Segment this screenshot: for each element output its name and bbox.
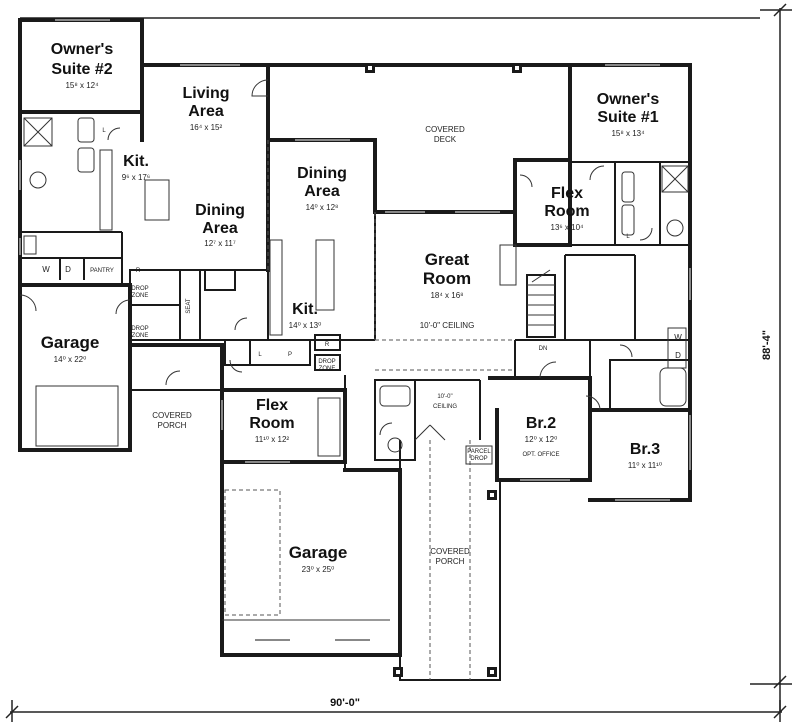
room-owners-suite-2: Owner's Suite #2 15⁸ x 12⁴ [51, 41, 114, 90]
parcel-drop-b: DROP [470, 456, 487, 462]
garage-main-name: Garage [289, 543, 348, 562]
room-kit-center: Kit. 14⁰ x 13⁰ [289, 301, 322, 330]
drop-zone-1-b: ZONE [132, 293, 149, 299]
room-dining-area-left: Dining Area 12⁷ x 11⁷ [195, 202, 245, 248]
br2-dim: 12⁰ x 12⁰ [525, 435, 558, 444]
owners-suite-1-name-line2: Suite #1 [597, 109, 658, 126]
flex-right-name-line1: Flex [551, 185, 583, 202]
br2-note: OPT. OFFICE [522, 452, 559, 458]
seat-label: SEAT [186, 298, 192, 314]
washer-right-label: W [674, 333, 682, 342]
room-covered-porch-main: COVERED PORCH [430, 547, 470, 566]
flex-center-dim: 11¹⁰ x 12² [255, 435, 290, 444]
linen-label-suite2: L [102, 128, 106, 134]
room-living-area: Living Area 16⁴ x 15² [182, 85, 229, 132]
linen-label-mud: L [258, 352, 262, 358]
dining-left-dim: 12⁷ x 11⁷ [204, 239, 236, 248]
overall-width: 90'-0" [330, 697, 360, 709]
great-room-name-line2: Room [423, 269, 471, 288]
dining-center-name-line2: Area [304, 183, 340, 200]
great-room-dim: 18⁴ x 16⁸ [430, 291, 463, 300]
refrigerator-center-label: R [325, 342, 330, 348]
dining-left-name-line2: Area [202, 220, 238, 237]
room-garage-main: Garage 23⁰ x 25⁰ [289, 543, 348, 574]
covered-deck-line2: DECK [434, 135, 457, 144]
drop-zone-3-a: DROP [318, 359, 335, 365]
living-area-name-line2: Area [188, 103, 224, 120]
parcel-drop-a: PARCEL [467, 449, 491, 455]
dryer-label: D [65, 265, 71, 274]
owners-suite-1-name-line1: Owner's [597, 91, 660, 108]
great-room-name-line1: Great [425, 250, 470, 269]
kit-center-dim: 14⁰ x 13⁰ [289, 321, 322, 330]
great-room-ceiling-note: 10'-0" CEILING [420, 321, 475, 330]
room-dining-area-center: Dining Area 14⁰ x 12⁸ [297, 165, 347, 212]
covered-porch-left-line1: COVERED [152, 411, 192, 420]
washer-label: W [42, 265, 50, 274]
drop-zone-1-a: DROP [131, 286, 148, 292]
room-kit-left: Kit. 9⁶ x 17⁶ [122, 153, 150, 182]
owners-suite-2-name-line1: Owner's [51, 41, 114, 58]
room-br3: Br.3 11⁰ x 11¹⁰ [628, 441, 662, 470]
owners-suite-1-dim: 15⁸ x 13⁴ [611, 129, 645, 138]
owners-suite-2-name-line2: Suite #2 [51, 61, 112, 78]
flex-center-name-line1: Flex [256, 397, 288, 414]
living-area-dim: 16⁴ x 15² [190, 123, 223, 132]
fixtures [23, 117, 689, 621]
covered-porch-left-line2: PORCH [158, 421, 187, 430]
flex-center-name-line2: Room [249, 415, 294, 432]
small-labels: PANTRY W D R L DROP ZONE DROP ZONE SEAT … [42, 128, 682, 462]
room-flex-room-center: Flex Room 11¹⁰ x 12² [249, 397, 294, 444]
flex-right-dim: 13⁶ x 10⁴ [551, 223, 585, 232]
room-covered-deck: COVERED DECK [425, 125, 465, 144]
dining-left-name-line1: Dining [195, 202, 245, 219]
windows [19, 19, 691, 641]
foyer-ceiling-note: 10'-0" CEILING [433, 394, 457, 410]
room-owners-suite-1: Owner's Suite #1 15⁸ x 13⁴ [597, 91, 660, 138]
living-area-name-line1: Living [182, 85, 229, 102]
drop-zone-3-b: ZONE [319, 366, 336, 372]
room-garage-left: Garage 14⁰ x 22⁰ [41, 333, 100, 364]
doors [19, 79, 653, 441]
refrigerator-label: R [136, 268, 141, 274]
drop-zone-2-b: ZONE [132, 333, 149, 339]
dining-center-dim: 14⁰ x 12⁸ [306, 203, 339, 212]
owners-suite-2-dim: 15⁸ x 12⁴ [65, 81, 99, 90]
room-great-room: Great Room 18⁴ x 16⁸ 10'-0" CEILING [420, 250, 475, 330]
stair-down-label: DN [539, 346, 548, 352]
pantry-label: PANTRY [90, 268, 114, 274]
dining-center-name-line1: Dining [297, 165, 347, 182]
covered-deck-line1: COVERED [425, 125, 465, 134]
pantry-p-label: P [288, 352, 292, 358]
room-covered-porch-left: COVERED PORCH [152, 411, 192, 430]
overall-depth: 88'-4" [761, 330, 773, 360]
foyer-ceiling-line1: 10'-0" [437, 394, 452, 400]
drop-zone-2-a: DROP [131, 326, 148, 332]
garage-left-name: Garage [41, 333, 100, 352]
walls [18, 18, 692, 681]
foyer-ceiling-line2: CEILING [433, 404, 457, 410]
covered-porch-main-line1: COVERED [430, 547, 470, 556]
flex-right-name-line2: Room [544, 203, 589, 220]
posts [365, 63, 522, 677]
garage-left-dim: 14⁰ x 22⁰ [54, 355, 87, 364]
kit-left-name: Kit. [123, 153, 149, 170]
overall-dimensions: 90'-0" 88'-4" [330, 330, 773, 709]
linen-label-suite1: L [626, 234, 630, 240]
kit-center-name: Kit. [292, 301, 318, 318]
garage-main-dim: 23⁰ x 25⁰ [302, 565, 335, 574]
room-br2: Br.2 12⁰ x 12⁰ OPT. OFFICE [522, 415, 559, 458]
br3-name: Br.3 [630, 441, 660, 458]
room-flex-room-right: Flex Room 13⁶ x 10⁴ [544, 185, 589, 232]
kit-left-dim: 9⁶ x 17⁶ [122, 173, 150, 182]
br3-dim: 11⁰ x 11¹⁰ [628, 461, 662, 470]
covered-porch-main-line2: PORCH [436, 557, 465, 566]
dryer-right-label: D [675, 351, 681, 360]
br2-name: Br.2 [526, 415, 556, 432]
